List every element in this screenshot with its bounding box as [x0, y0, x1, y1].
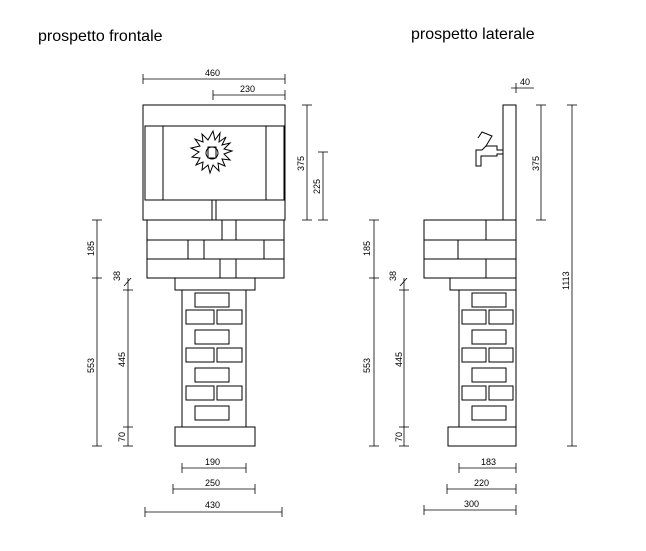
- dim-front-shelf: 38: [112, 271, 122, 281]
- front-elevation: [142, 104, 286, 447]
- side-dimensions: 40 375 1113 185 553 38 445 70 183 220: [362, 77, 577, 515]
- side-backwall: [502, 104, 517, 221]
- sun-ornament-icon: [189, 129, 234, 175]
- side-shelf: [449, 277, 517, 291]
- side-view-title: prospetto laterale: [411, 26, 535, 43]
- dim-front-overall: 553: [86, 358, 96, 373]
- front-backsplash: [142, 104, 286, 221]
- dim-front-basin-height: 185: [86, 241, 96, 256]
- tap-icon: [475, 131, 503, 167]
- dim-side-shaft-height: 445: [394, 352, 404, 367]
- dim-front-base: 70: [117, 432, 127, 442]
- dim-side-basin-width: 300: [464, 499, 479, 509]
- dim-side-total-height: 1113: [561, 271, 571, 290]
- dim-front-width-total: 460: [205, 68, 220, 78]
- front-view-title: prospetto frontale: [38, 28, 163, 45]
- dim-side-overall: 553: [362, 358, 372, 373]
- side-basin: [423, 219, 517, 279]
- front-dimensions: 460 230 375 225 185 553 38 445 70 190: [86, 68, 328, 517]
- dim-front-shaft-height: 445: [117, 352, 127, 367]
- front-base: [174, 426, 256, 447]
- dim-side-base-width: 220: [474, 478, 489, 488]
- dim-front-basin-width: 430: [205, 500, 220, 510]
- dim-front-width-half: 230: [240, 84, 255, 94]
- side-base: [447, 426, 517, 447]
- dim-side-wall: 40: [520, 77, 530, 87]
- dim-side-basin-height: 185: [362, 241, 372, 256]
- dim-front-shaft-width: 190: [205, 457, 220, 467]
- dim-front-tank-height: 375: [296, 156, 306, 171]
- dim-front-tap-height: 225: [312, 179, 322, 194]
- side-elevation: [423, 104, 517, 447]
- dim-front-base-width: 250: [205, 478, 220, 488]
- front-basin: [146, 219, 285, 279]
- dim-side-shelf: 38: [388, 271, 398, 281]
- side-pillar-bricks: [461, 292, 514, 421]
- front-shelf: [174, 277, 256, 291]
- front-pillar-bricks: [185, 292, 243, 421]
- dim-side-base: 70: [394, 432, 404, 442]
- dim-side-shaft-width: 183: [481, 457, 496, 467]
- dim-side-tank-height: 375: [531, 156, 541, 171]
